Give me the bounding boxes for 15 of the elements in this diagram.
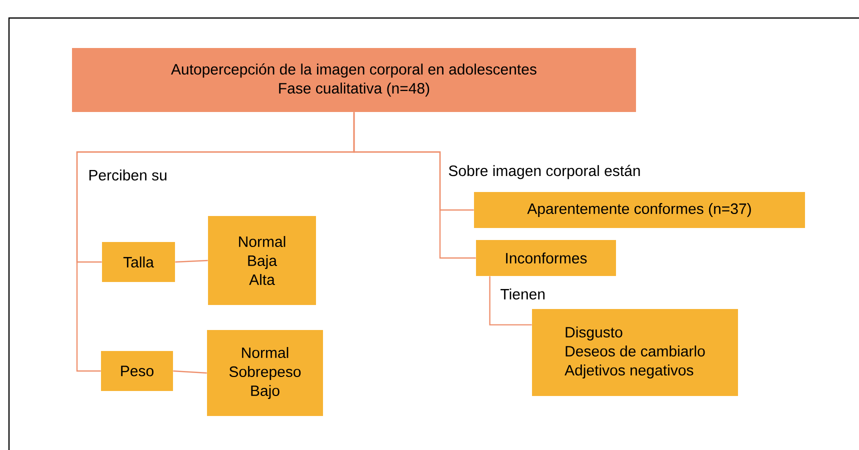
category-box: Peso: [101, 351, 173, 391]
options-box: Normal Baja Alta: [208, 216, 316, 305]
title-box: Autopercepción de la imagen corporal en adolescentes Fase cualitativa (n=48): [72, 48, 636, 112]
connector-line: [175, 260, 208, 263]
branch-label: Tienen: [500, 288, 545, 300]
options-box: Normal Sobrepeso Bajo: [207, 330, 323, 416]
options-box: Disgusto Deseos de cambiarlo Adjetivos negativos: [532, 309, 738, 396]
branch-label: Perciben su: [89, 170, 166, 180]
branch-label: Sobre imagen corporal están: [448, 164, 640, 180]
connector-line: [353, 112, 476, 259]
connector-line: [489, 276, 532, 326]
category-box: Talla: [102, 242, 175, 282]
category-box: Inconformes: [476, 240, 616, 276]
connector-line: [173, 370, 207, 374]
category-box: Aparentemente conformes (n=37): [474, 192, 805, 228]
